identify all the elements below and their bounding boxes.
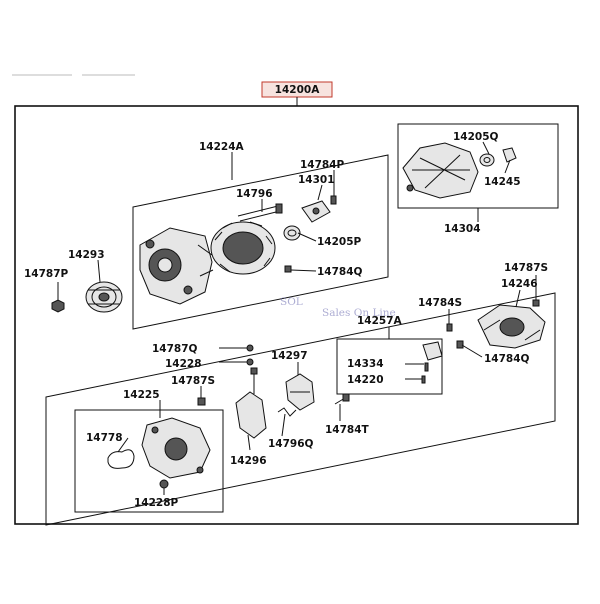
gasket-icon (107, 449, 135, 469)
label-14245[interactable]: 14245 (484, 176, 521, 188)
label-14228[interactable]: 14228 (165, 358, 202, 370)
lower-subassembly-outline (45, 292, 556, 526)
front-housing-icon (139, 227, 214, 305)
label-14784P[interactable]: 14784P (300, 159, 345, 171)
label-14296[interactable]: 14296 (230, 455, 267, 467)
through-bolt-icon (237, 203, 283, 222)
cover-icon (502, 147, 517, 163)
label-14787Q[interactable]: 14787Q (152, 343, 198, 355)
label-14297[interactable]: 14297 (271, 350, 308, 362)
brush-holder-icon (285, 373, 315, 411)
label-14225[interactable]: 14225 (123, 389, 160, 401)
bolt-icon (334, 393, 350, 405)
pulley-nut-icon (51, 299, 65, 313)
label-14301[interactable]: 14301 (298, 174, 335, 186)
label-14293[interactable]: 14293 (68, 249, 105, 261)
plate-icon (301, 200, 331, 223)
bearing-small-icon (479, 153, 495, 167)
label-14787S-lower[interactable]: 14787S (171, 375, 215, 387)
label-14787S-upper[interactable]: 14787S (504, 262, 548, 274)
rear-bracket-icon (141, 417, 211, 479)
nut-small-icon (532, 299, 540, 307)
label-14257A[interactable]: 14257A (357, 315, 403, 327)
rectifier-icon (402, 142, 479, 199)
label-14778[interactable]: 14778 (86, 432, 123, 444)
label-14228P[interactable]: 14228P (134, 497, 179, 509)
regulator-icon (421, 341, 443, 384)
assembly-frame (14, 105, 579, 525)
label-14784Q-upper[interactable]: 14784Q (317, 266, 363, 278)
label-14784T[interactable]: 14784T (325, 424, 370, 436)
washer-icon (246, 358, 254, 366)
spring-icon (277, 407, 297, 417)
assembly-title[interactable]: 14200A (275, 84, 321, 96)
screw-icon (330, 195, 337, 205)
label-14784S[interactable]: 14784S (418, 297, 462, 309)
label-14784Q-lower[interactable]: 14784Q (484, 353, 530, 365)
rear-bracket-box (74, 409, 224, 513)
bearing-icon (283, 225, 301, 241)
nut-icon (284, 265, 292, 273)
screw-icon (446, 323, 453, 332)
washer-icon (246, 344, 254, 352)
terminal-bracket-icon (235, 367, 267, 439)
stator-icon (210, 221, 276, 275)
watermark-logo: SOL Sales On Line (280, 296, 396, 319)
bearing-small-icon (159, 479, 169, 489)
label-14224A[interactable]: 14224A (199, 141, 245, 153)
label-14796[interactable]: 14796 (236, 188, 273, 200)
rear-cover-icon (477, 304, 546, 349)
nut-small-icon (197, 397, 206, 406)
svg-text:Sales On Line: Sales On Line (322, 307, 396, 319)
label-14787P[interactable]: 14787P (24, 268, 69, 280)
screw-icon (456, 340, 464, 349)
leader-lines (57, 141, 537, 495)
label-14205Q[interactable]: 14205Q (453, 131, 499, 143)
svg-text:SOL: SOL (280, 296, 303, 308)
label-14796Q[interactable]: 14796Q (268, 438, 314, 450)
label-14246[interactable]: 14246 (501, 278, 538, 290)
pulley-icon (85, 281, 123, 313)
label-14205P[interactable]: 14205P (317, 236, 362, 248)
upper-subassembly-outline (132, 154, 389, 330)
label-14304[interactable]: 14304 (444, 223, 481, 235)
label-14334[interactable]: 14334 (347, 358, 384, 370)
label-14220[interactable]: 14220 (347, 374, 384, 386)
